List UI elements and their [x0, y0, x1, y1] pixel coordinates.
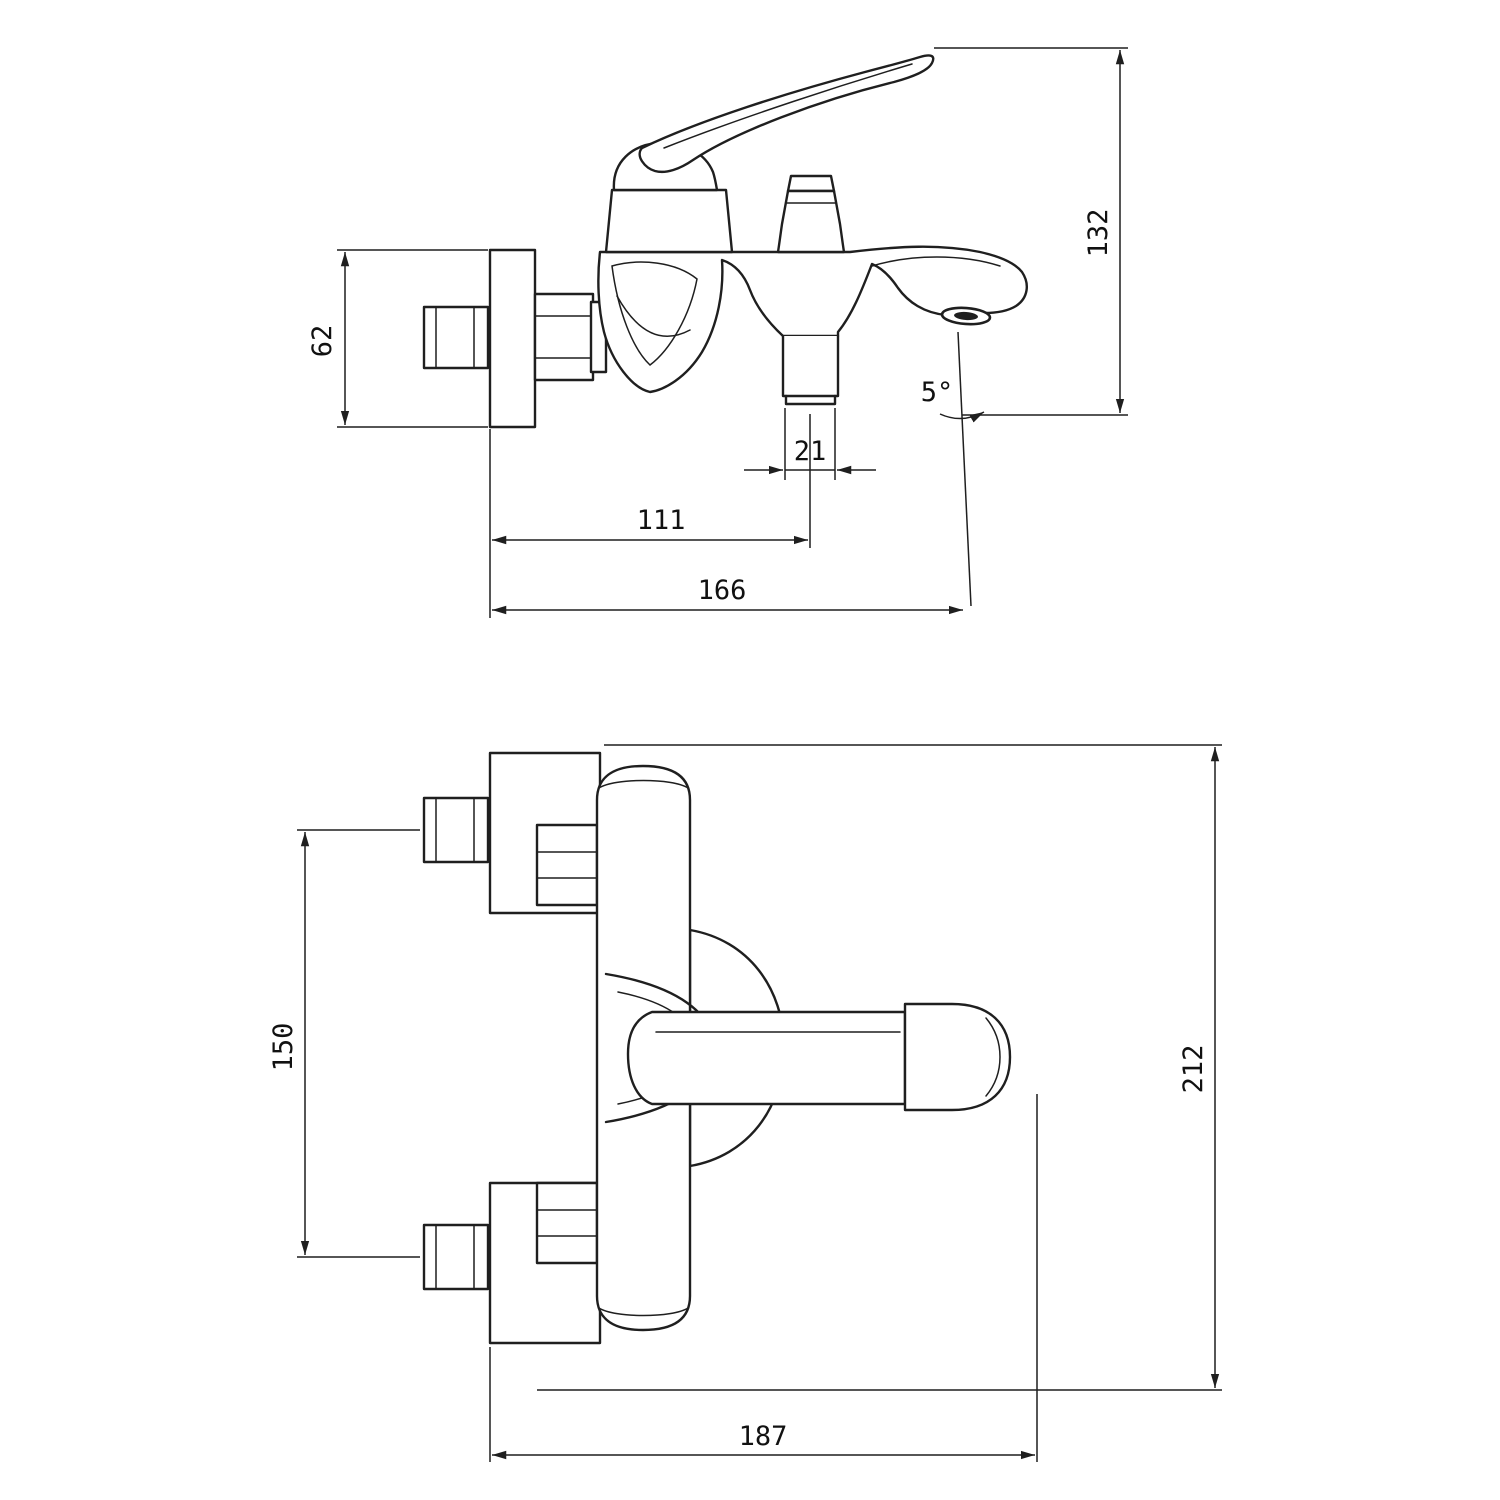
body-shield-detail: [611, 261, 698, 366]
cartridge-housing: [604, 188, 734, 254]
inlet-connector-side: [422, 305, 490, 370]
dim-inlet-spacing: 150: [268, 829, 420, 1258]
dim-overall-height: 132: [934, 47, 1128, 416]
shower-outlet-port: [781, 334, 840, 406]
cap-inner-arc: [985, 1017, 1001, 1097]
aerator-inner: [954, 311, 978, 321]
connection-nut-side: [533, 292, 595, 382]
dim-wall-to-spout: 166: [492, 331, 972, 615]
dim-overall-depth: 212: [537, 744, 1222, 1462]
spout-axis-leader-line: [957, 331, 972, 607]
lever-contour-line: [663, 63, 913, 149]
dim-label-escutcheon-height: 62: [307, 325, 338, 358]
dim-label-overall-height: 132: [1083, 209, 1114, 258]
wall-escutcheon-side: [488, 248, 537, 429]
port-rim: [784, 394, 837, 406]
dim-wall-to-outlet: 111: [489, 414, 811, 618]
shield-inner-outline: [611, 261, 698, 366]
inlet-connector-body: [422, 796, 490, 864]
dim-wall-to-handle: 187: [489, 1347, 1035, 1462]
dim-escutcheon-height: 62: [307, 249, 488, 428]
dim-label-overall-depth: 212: [1178, 1045, 1209, 1094]
lever-handle-plan: [626, 1002, 1012, 1112]
dim-spout-angle: 5°: [921, 377, 985, 423]
inlet-assembly-upper: [422, 751, 602, 915]
angle-arc: [939, 411, 985, 423]
tube-end-arc: [598, 1307, 689, 1317]
inlet-assembly-lower: [422, 1181, 602, 1345]
nut-body: [535, 1181, 599, 1265]
faucet-body-side: [597, 245, 1028, 394]
lever-blade: [638, 54, 935, 174]
spout-panel-line: [871, 256, 1001, 267]
dim-label-spout-angle: 5°: [921, 377, 954, 408]
shield-crease-line: [616, 295, 691, 337]
dim-label-wall-to-handle: 187: [739, 1421, 788, 1452]
diverter-knob: [776, 174, 846, 254]
aerator: [940, 306, 992, 326]
port-outline: [781, 334, 840, 398]
inlet-connector-body: [422, 305, 490, 370]
dim-label-wall-to-spout: 166: [698, 575, 747, 606]
dim-label-wall-to-outlet: 111: [637, 505, 686, 536]
nut-body: [533, 292, 595, 382]
port-fill: [783, 336, 838, 396]
plan-view: 150 212 187: [268, 744, 1222, 1462]
dim-label-inlet-spacing: 150: [268, 1023, 299, 1072]
tube-end-arc: [598, 779, 689, 789]
lever-handle-side: [638, 54, 935, 174]
nut-body: [535, 823, 599, 907]
handle-shaft: [626, 1010, 907, 1106]
handle-end-cap: [903, 1002, 1012, 1112]
diverter-cap: [786, 174, 836, 193]
side-view: 132 62 21 111 166: [307, 47, 1128, 618]
inlet-connector-body: [422, 1223, 490, 1291]
diverter-body: [776, 189, 846, 254]
